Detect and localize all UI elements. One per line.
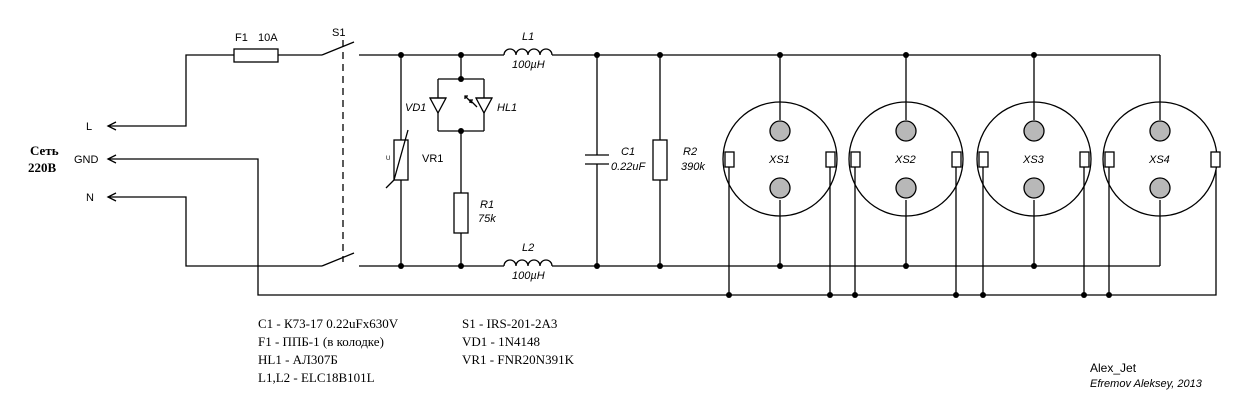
varistor-vr1-slash bbox=[385, 129, 409, 189]
varistor-vr1-symbol: U bbox=[386, 156, 390, 162]
resistor-r2-label: R2 bbox=[683, 146, 697, 158]
capacitor-c1-label: C1 bbox=[621, 146, 635, 158]
switch-s1-contact-top bbox=[321, 41, 355, 56]
socket-xs3-earth-left bbox=[978, 151, 989, 168]
mains-label-line1: Сеть bbox=[30, 143, 59, 158]
terminal-n-label: N bbox=[86, 192, 94, 204]
fuse-f1-label: F1 bbox=[235, 32, 248, 44]
terminal-l-label: L bbox=[86, 121, 92, 133]
fuse-f1 bbox=[233, 48, 279, 63]
socket-xs3-pin-top bbox=[1023, 120, 1045, 142]
inductor-l2-label: L2 bbox=[522, 242, 534, 254]
socket-xs1 bbox=[722, 55, 838, 295]
socket-xs2-earth-left bbox=[850, 151, 861, 168]
inductor-l2 bbox=[503, 259, 553, 267]
socket-xs2 bbox=[848, 55, 964, 295]
socket-xs4-label: XS4 bbox=[1148, 154, 1170, 166]
socket-xs1-pin-bottom bbox=[769, 177, 791, 199]
terminal-gnd-label: GND bbox=[74, 154, 99, 166]
socket-xs2-pin-top bbox=[895, 120, 917, 142]
led-emission-arrows-icon bbox=[464, 95, 478, 108]
parts-list-left-item: HL1 - АЛ307Б bbox=[258, 352, 338, 367]
parts-list-right-item: VD1 - 1N4148 bbox=[462, 334, 540, 349]
parts-list-right-item: S1 - IRS-201-2A3 bbox=[462, 316, 557, 331]
junction-dots bbox=[398, 52, 1112, 298]
socket-xs3-pin-bottom bbox=[1023, 177, 1045, 199]
parts-list: C1 - К73-17 0.22uFx630V F1 - ППБ-1 (в ко… bbox=[258, 316, 575, 385]
inductor-l1 bbox=[503, 48, 553, 56]
wire-line-n bbox=[108, 196, 322, 267]
socket-xs4-pin-top bbox=[1149, 120, 1171, 142]
diode-vd1-label: VD1 bbox=[405, 102, 426, 114]
credits-signature: Efremov Aleksey, 2013 bbox=[1090, 378, 1203, 390]
credits-author: Alex_Jet bbox=[1090, 361, 1137, 375]
parts-list-right-item: VR1 - FNR20N391K bbox=[462, 352, 575, 367]
inductor-l2-value: 100µH bbox=[512, 270, 545, 282]
varistor-vr1 bbox=[393, 139, 409, 181]
socket-xs4-pin-bottom bbox=[1149, 177, 1171, 199]
socket-xs1-pin-top bbox=[769, 120, 791, 142]
capacitor-c1 bbox=[585, 154, 609, 165]
resistor-r2-value: 390k bbox=[681, 161, 705, 173]
parts-list-left-item: L1,L2 - ELC18B101L bbox=[258, 370, 375, 385]
socket-xs2-pin-bottom bbox=[895, 177, 917, 199]
resistor-r2 bbox=[652, 139, 668, 181]
wire-ground-bus bbox=[108, 158, 1217, 296]
socket-xs3-label: XS3 bbox=[1022, 154, 1045, 166]
inductor-l1-value: 100µH bbox=[512, 59, 545, 71]
inductor-l1-label: L1 bbox=[522, 31, 534, 43]
switch-s1-label: S1 bbox=[332, 27, 345, 39]
socket-xs3 bbox=[976, 55, 1092, 295]
resistor-r1 bbox=[453, 192, 469, 234]
varistor-vr1-label: VR1 bbox=[422, 153, 443, 165]
resistor-r1-value: 75k bbox=[478, 213, 496, 225]
socket-xs2-label: XS2 bbox=[894, 154, 916, 166]
diode-vd1 bbox=[428, 97, 448, 115]
socket-xs1-earth-right bbox=[825, 151, 836, 168]
socket-xs1-earth-left bbox=[724, 151, 735, 168]
led-hl1-label: HL1 bbox=[497, 102, 517, 114]
resistor-r1-label: R1 bbox=[480, 199, 494, 211]
socket-xs3-body bbox=[976, 101, 1092, 217]
switch-s1-contact-bottom bbox=[321, 252, 355, 267]
socket-xs4 bbox=[1102, 55, 1221, 295]
socket-xs4-earth-left bbox=[1104, 151, 1115, 168]
parts-list-left-item: F1 - ППБ-1 (в колодке) bbox=[258, 334, 384, 349]
capacitor-c1-value: 0.22uF bbox=[611, 161, 647, 173]
led-hl1 bbox=[474, 97, 494, 115]
socket-xs3-earth-right bbox=[1079, 151, 1090, 168]
fuse-f1-rating: 10A bbox=[258, 32, 278, 44]
socket-xs1-label: XS1 bbox=[768, 154, 790, 166]
socket-xs4-earth-right bbox=[1210, 151, 1221, 168]
socket-xs2-earth-right bbox=[951, 151, 962, 168]
mains-label-line2: 220В bbox=[28, 160, 57, 175]
socket-xs1-body bbox=[722, 101, 838, 217]
diode-led-frame bbox=[437, 78, 485, 132]
socket-xs2-body bbox=[848, 101, 964, 217]
parts-list-left-item: C1 - К73-17 0.22uFx630V bbox=[258, 316, 399, 331]
wire-line-l bbox=[108, 54, 234, 127]
